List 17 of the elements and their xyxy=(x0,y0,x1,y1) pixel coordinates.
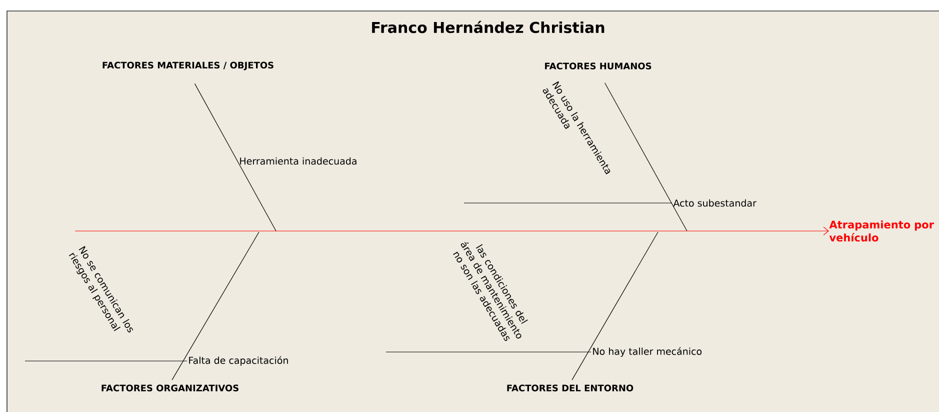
effect-label: Atrapamiento por vehículo xyxy=(829,220,934,242)
branch-line xyxy=(24,360,188,362)
cause-label: Herramienta inadecuada xyxy=(240,157,356,165)
cause-label: Falta de capacitación xyxy=(189,356,288,366)
bone-line xyxy=(172,232,260,380)
spine-arrow xyxy=(74,226,830,236)
title: Franco Hernández Christian xyxy=(372,20,604,34)
bone-line xyxy=(572,232,658,380)
category-heading: FACTORES MATERIALES / OBJETOS xyxy=(102,62,274,70)
cause-label: Acto subestandar xyxy=(673,199,756,207)
category-heading: FACTORES HUMANOS xyxy=(545,62,652,70)
category-heading: FACTORES DEL ENTORNO xyxy=(507,384,634,392)
cause-label: No hay taller mecánico xyxy=(593,347,702,357)
category-heading: FACTORES ORGANIZATIVOS xyxy=(102,384,238,392)
bone-line xyxy=(604,82,688,232)
bone-line xyxy=(194,83,276,232)
branch-line xyxy=(464,202,672,204)
